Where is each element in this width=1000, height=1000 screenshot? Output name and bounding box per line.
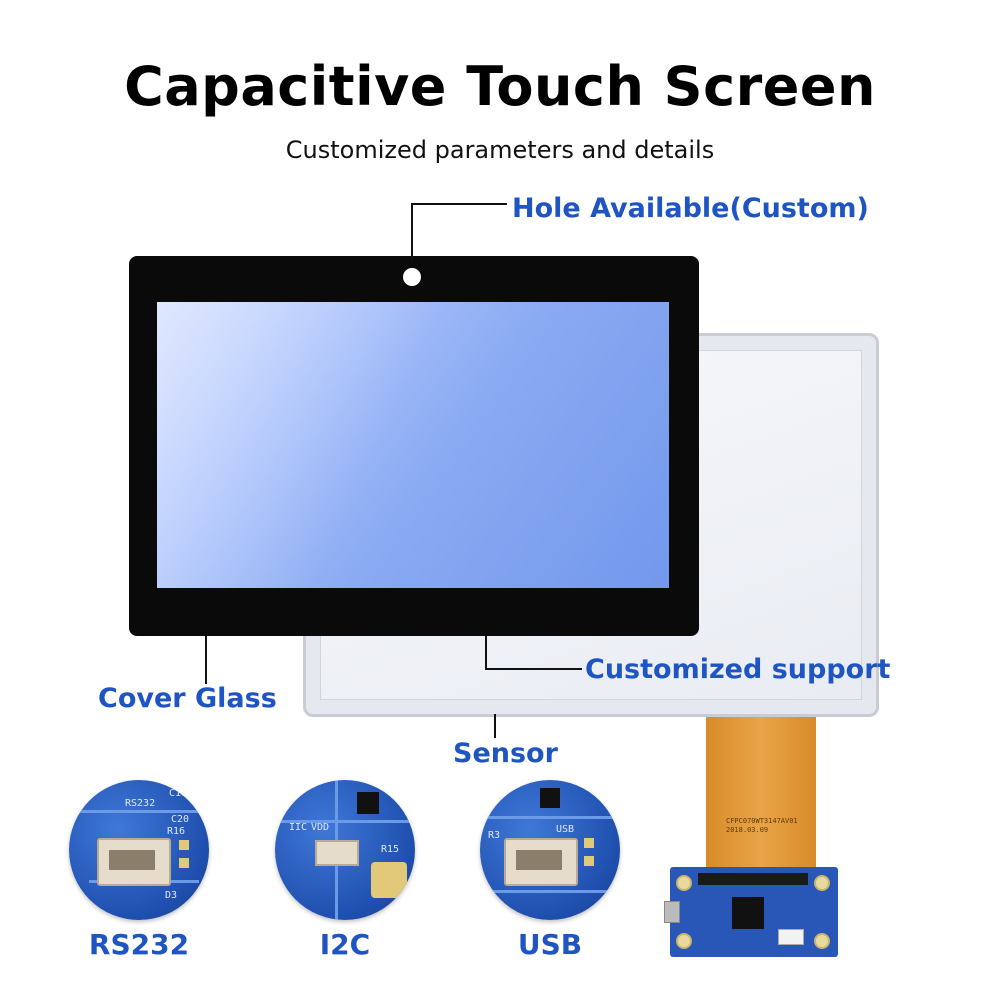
page-subtitle: Customized parameters and details xyxy=(285,136,715,164)
hole-callout-line xyxy=(411,203,507,205)
glass-reflection xyxy=(157,302,669,588)
support-callout-line xyxy=(485,668,582,670)
i2c-connector xyxy=(315,840,359,866)
sensor-label: Sensor xyxy=(453,738,558,769)
mounting-hole xyxy=(676,875,692,891)
page-title: Capacitive Touch Screen xyxy=(124,55,876,118)
silk-text: R15 xyxy=(381,844,400,855)
fpc-connector xyxy=(698,873,808,885)
usb-closeup: USB R3 xyxy=(480,780,620,920)
silk-text: R16 xyxy=(167,826,186,837)
cover-glass-callout-line xyxy=(205,636,207,684)
cover-glass xyxy=(129,256,699,636)
i2c-closeup: IIC VDD R15 xyxy=(275,780,415,920)
ic-chip xyxy=(357,792,379,814)
silk-text: RS232 xyxy=(125,798,156,809)
mounting-pad xyxy=(371,862,407,898)
hole-callout-line xyxy=(411,203,413,261)
fpc-cable: CFPC070WT3147AV01 2018.03.09 xyxy=(706,717,816,877)
fpc-date: 2018.03.09 xyxy=(726,826,769,834)
usb-port xyxy=(664,901,680,923)
rs232-label: RS232 xyxy=(88,928,190,961)
silk-text: R3 xyxy=(488,830,501,841)
cover-glass-window xyxy=(157,302,669,588)
fpc-marking: CFPC070WT3147AV01 xyxy=(726,817,798,825)
rs232-connector xyxy=(97,838,171,886)
camera-hole xyxy=(403,268,421,286)
sensor-callout-line xyxy=(494,714,496,738)
silk-text: USB xyxy=(556,824,575,835)
silk-text: VDD xyxy=(311,822,330,833)
rs232-closeup: RS232 C18 C20 R16 D3 xyxy=(69,780,209,920)
controller-chip xyxy=(732,897,764,929)
usb-connector xyxy=(504,838,578,886)
mounting-hole xyxy=(814,933,830,949)
mounting-hole xyxy=(814,875,830,891)
hole-label: Hole Available(Custom) xyxy=(512,193,869,224)
ic-chip xyxy=(540,788,560,808)
cover-glass-label: Cover Glass xyxy=(98,683,277,714)
support-callout-line xyxy=(485,636,487,670)
silk-text: C18 xyxy=(169,788,188,799)
silk-text: IIC xyxy=(289,822,308,833)
silk-text: C20 xyxy=(171,814,190,825)
support-label: Customized support xyxy=(585,654,891,685)
cable-plug xyxy=(778,929,804,945)
i2c-label: I2C xyxy=(319,928,371,961)
mounting-hole xyxy=(676,933,692,949)
usb-label: USB xyxy=(517,928,583,961)
silk-text: D3 xyxy=(165,890,178,901)
controller-board xyxy=(664,867,838,957)
